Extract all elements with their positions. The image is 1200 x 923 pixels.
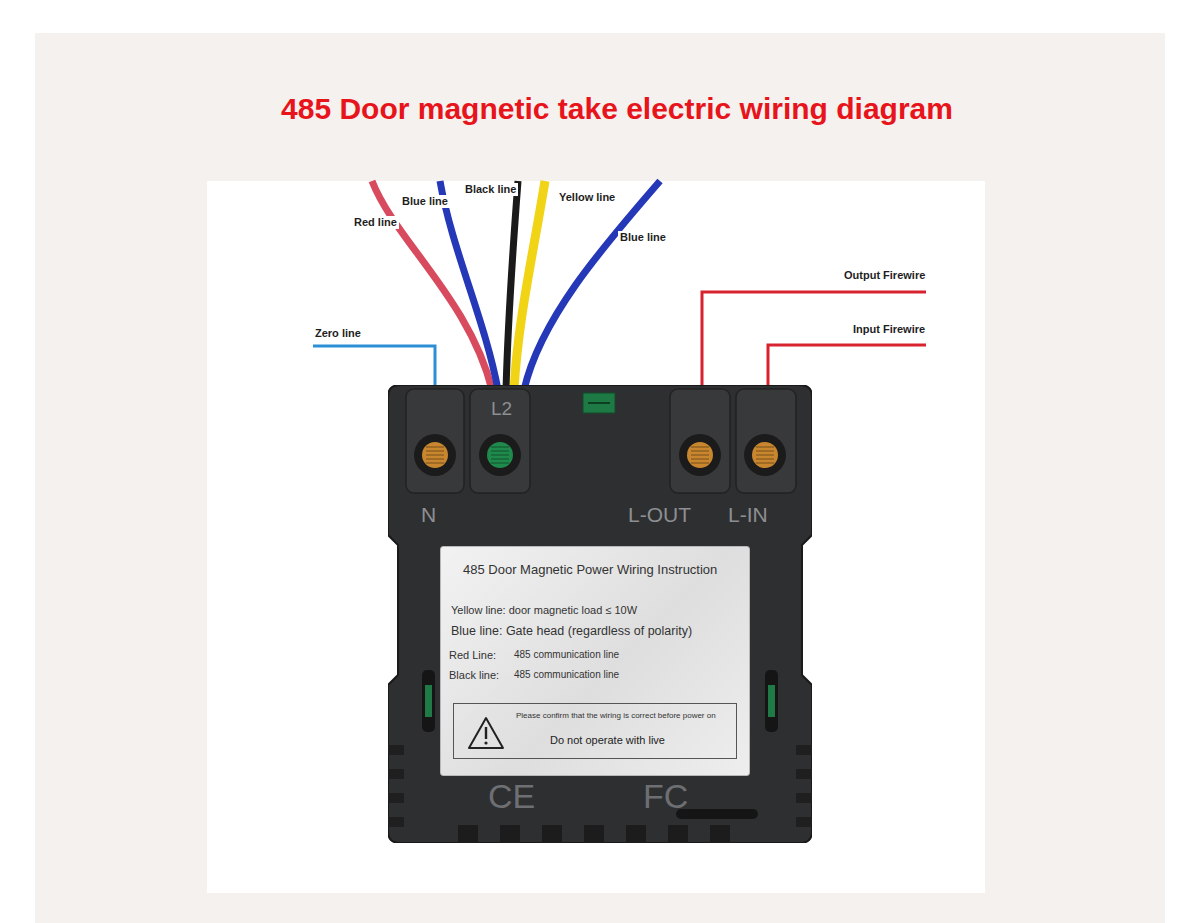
screw-thread bbox=[756, 454, 774, 455]
side-rib bbox=[796, 745, 812, 755]
side-slot bbox=[765, 670, 778, 732]
side-rib bbox=[388, 745, 404, 755]
sticker-line: Yellow line: door magnetic load ≤ 10W bbox=[451, 604, 637, 617]
red-wire bbox=[372, 181, 492, 390]
terminal-screw bbox=[752, 442, 778, 468]
terminal-hole bbox=[414, 434, 456, 476]
blue-wire bbox=[524, 181, 660, 390]
vent-slot bbox=[542, 825, 562, 843]
wire-label: Yellow line bbox=[557, 191, 617, 204]
vent-slot bbox=[584, 825, 604, 843]
screw-thread bbox=[756, 462, 774, 463]
side-rib bbox=[388, 793, 404, 803]
warning-note: Please confirm that the wiring is correc… bbox=[516, 711, 721, 720]
vent-slot bbox=[458, 825, 478, 843]
vent-slot bbox=[500, 825, 520, 843]
terminal-screw bbox=[487, 442, 513, 468]
side-rib bbox=[796, 769, 812, 779]
side-slot bbox=[425, 685, 432, 717]
screw-thread bbox=[691, 454, 709, 455]
zero-line-wire bbox=[313, 346, 435, 390]
wire-label: Blue line bbox=[618, 231, 668, 244]
screw-thread bbox=[426, 454, 444, 455]
side-rib bbox=[388, 817, 404, 827]
screw-thread bbox=[756, 458, 774, 459]
terminal-label: L-IN bbox=[728, 503, 768, 527]
beige-panel bbox=[35, 33, 1165, 923]
blue-wire bbox=[440, 181, 498, 390]
screw-thread bbox=[491, 446, 509, 447]
warning-mark bbox=[485, 727, 487, 739]
terminal-hole bbox=[479, 434, 521, 476]
top-connector bbox=[583, 393, 615, 413]
screw-thread bbox=[691, 458, 709, 459]
sticker-line: 485 communication line bbox=[514, 669, 619, 681]
certification-mark: FC bbox=[643, 777, 688, 816]
vent-slot bbox=[710, 825, 730, 843]
side-rib bbox=[388, 769, 404, 779]
screw-thread bbox=[426, 458, 444, 459]
sticker-line: Blue line: Gate head (regardless of pola… bbox=[451, 624, 692, 638]
vent-slot bbox=[668, 825, 688, 843]
side-rib bbox=[796, 793, 812, 803]
side-slot bbox=[768, 685, 775, 717]
wire-label: Input Firewire bbox=[851, 323, 927, 336]
terminal-screw bbox=[422, 442, 448, 468]
screw-thread bbox=[491, 450, 509, 451]
wire-label: Zero line bbox=[313, 327, 363, 340]
terminal-label: L2 bbox=[491, 398, 512, 420]
warning-triangle bbox=[469, 718, 503, 748]
sticker-line: Red Line: bbox=[449, 649, 496, 662]
wire-label: Blue line bbox=[400, 195, 450, 208]
screw-thread bbox=[491, 462, 509, 463]
screw-thread bbox=[691, 450, 709, 451]
terminal-label: N bbox=[421, 503, 436, 527]
screw-thread bbox=[426, 446, 444, 447]
terminal-label: L-OUT bbox=[628, 503, 691, 527]
terminal-cell bbox=[670, 389, 730, 493]
warning-mark bbox=[484, 741, 487, 744]
sticker-title: 485 Door Magnetic Power Wiring Instructi… bbox=[463, 563, 717, 578]
screw-thread bbox=[756, 450, 774, 451]
vent-slot bbox=[626, 825, 646, 843]
screw-thread bbox=[491, 458, 509, 459]
terminal-cell bbox=[470, 389, 530, 493]
screw-thread bbox=[426, 462, 444, 463]
terminal-cell bbox=[736, 389, 796, 493]
top-connector bbox=[588, 402, 610, 404]
screw-thread bbox=[491, 454, 509, 455]
sticker-line: 485 communication line bbox=[514, 649, 619, 661]
warning-note: Do not operate with live bbox=[550, 734, 665, 747]
housing-body bbox=[388, 385, 812, 843]
screw-thread bbox=[426, 450, 444, 451]
white-panel bbox=[207, 181, 985, 893]
wire-label: Output Firewire bbox=[842, 269, 927, 282]
screw-thread bbox=[691, 462, 709, 463]
screw-thread bbox=[691, 446, 709, 447]
sticker-line: Black line: bbox=[449, 669, 499, 682]
device-housing: L2N L-OUT L-IN CE FC 485 Door Magnetic Power … bbox=[388, 385, 812, 843]
screw-thread bbox=[756, 446, 774, 447]
diagram-title: 485 Door magnetic take electric wiring d… bbox=[17, 92, 1200, 127]
terminal-screw bbox=[687, 442, 713, 468]
warning-box: Please confirm that the wiring is correc… bbox=[453, 703, 737, 759]
yellow-wire bbox=[514, 181, 545, 390]
terminal-hole bbox=[744, 434, 786, 476]
terminal-cell bbox=[406, 389, 464, 493]
side-rib bbox=[796, 817, 812, 827]
output-fire-wire bbox=[702, 292, 926, 392]
wire-label: Black line bbox=[463, 183, 518, 196]
warning-icon bbox=[466, 714, 506, 754]
wire-label: Red line bbox=[352, 216, 399, 229]
side-slot bbox=[422, 670, 435, 732]
terminal-hole bbox=[679, 434, 721, 476]
instruction-sticker: 485 Door Magnetic Power Wiring Instructi… bbox=[440, 546, 750, 776]
certification-mark: CE bbox=[488, 777, 535, 816]
